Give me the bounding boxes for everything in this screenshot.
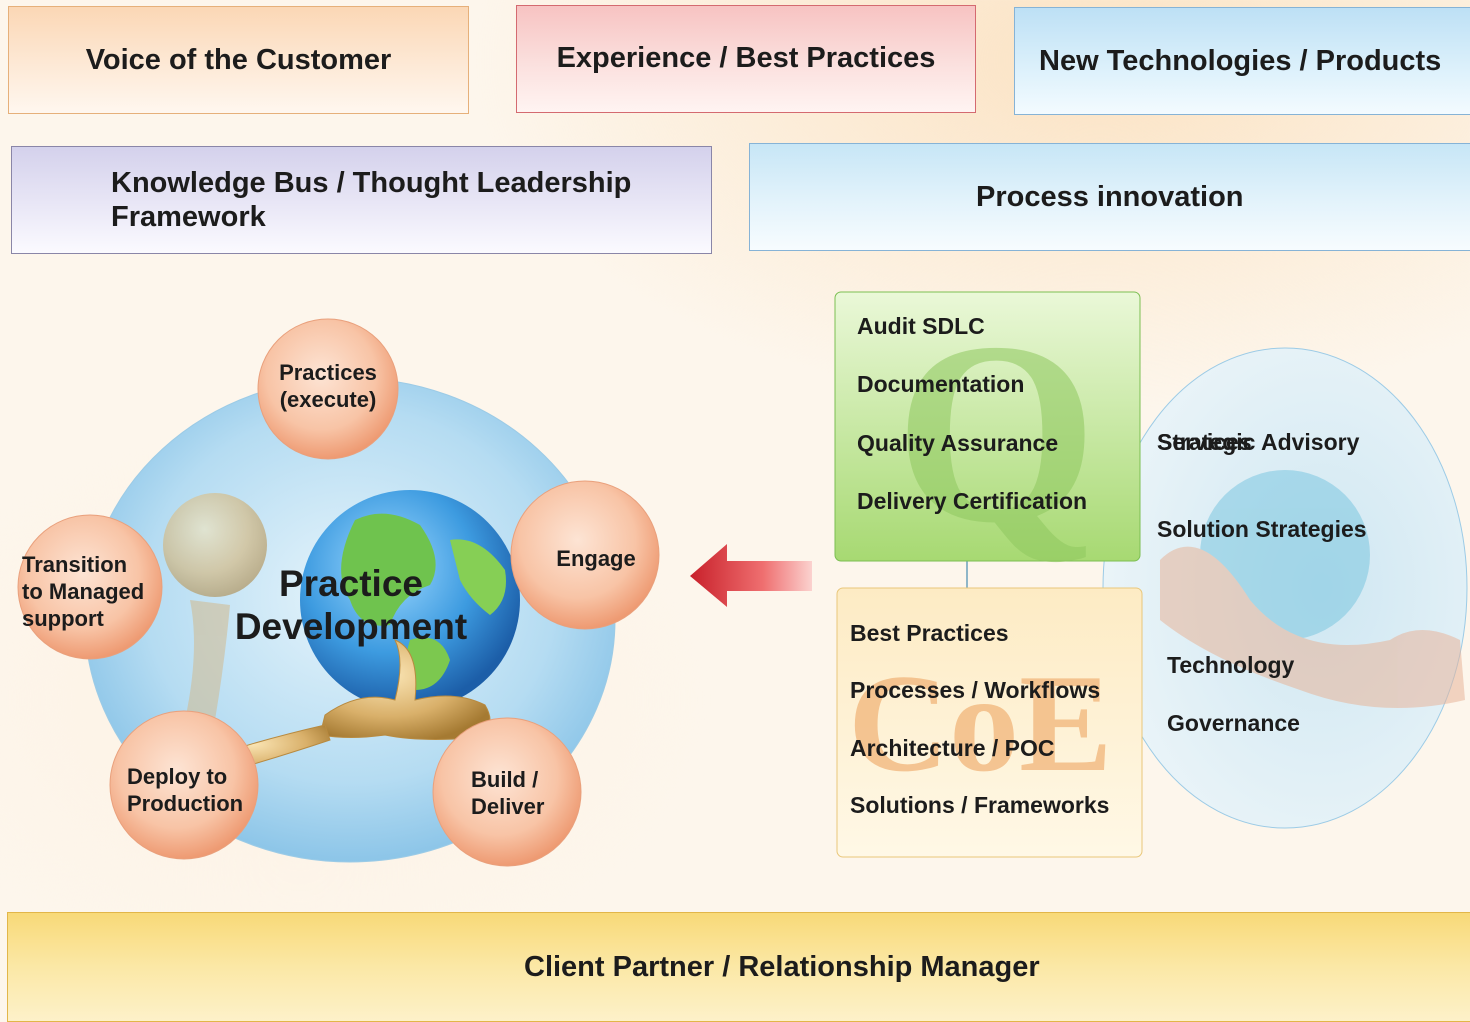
process-innovation-box: Process innovation [749, 143, 1470, 251]
new-technologies-label: New Technologies / Products [1039, 44, 1442, 77]
node-transition [17, 514, 163, 660]
red-left-arrow [690, 544, 812, 607]
figure-illustration [163, 493, 267, 720]
node-engage-label: Engage [556, 546, 636, 571]
node-deploy [109, 710, 259, 860]
coe-box [836, 587, 1143, 858]
quality-item: Documentation [857, 371, 1025, 397]
node-build-label: Build / Deliver [471, 767, 545, 819]
node-practices [257, 318, 399, 460]
voice-of-customer-label: Voice of the Customer [85, 43, 392, 76]
quality-box [834, 291, 1141, 562]
node-deploy-label: Deploy to Production [127, 764, 244, 816]
hand-globe-icon [1160, 470, 1465, 708]
quality-item: Audit SDLC [857, 313, 985, 339]
quality-watermark: Q [895, 289, 1097, 577]
coe-item: Best Practices [850, 620, 1009, 646]
experience-label: Experience / Best Practices [556, 42, 936, 74]
knowledge-bus-label-line2: Framework [111, 201, 266, 233]
client-partner-label: Client Partner / Relationship Manager [524, 950, 1040, 983]
globe-icon [300, 490, 520, 710]
client-partner-box: Client Partner / Relationship Manager [7, 912, 1470, 1022]
knowledge-bus-label-line1: Knowledge Bus / Thought Leadership [111, 167, 632, 199]
advisory-item: Governance [1167, 710, 1300, 736]
coe-item: Architecture / POC [850, 735, 1055, 761]
experience-best-practices-box: Experience / Best Practices [516, 5, 976, 113]
advisory-item: Technology [1167, 652, 1295, 678]
coe-item: Processes / Workflows [850, 677, 1101, 703]
golden-hand-icon [319, 639, 491, 740]
coe-watermark: CoE [848, 646, 1112, 801]
knowledge-bus-box: Knowledge Bus / Thought Leadership Frame… [11, 146, 712, 254]
quality-item: Delivery Certification [857, 488, 1088, 514]
node-engage [510, 480, 660, 630]
node-transition-label: Transition to Managed support [22, 552, 145, 631]
node-practices-label: Practices (execute) [279, 360, 377, 412]
quality-item: Quality Assurance [857, 430, 1059, 456]
process-innovation-label: Process innovation [976, 180, 1244, 213]
new-technologies-box: New Technologies / Products [1014, 7, 1470, 115]
voice-of-customer-box: Voice of the Customer [8, 6, 469, 114]
coe-item: Solutions / Frameworks [850, 792, 1110, 818]
advisory-item: Solution Strategies [1157, 516, 1367, 542]
practice-development-title: Practice Development [234, 563, 468, 647]
node-build-deliver [432, 717, 582, 867]
